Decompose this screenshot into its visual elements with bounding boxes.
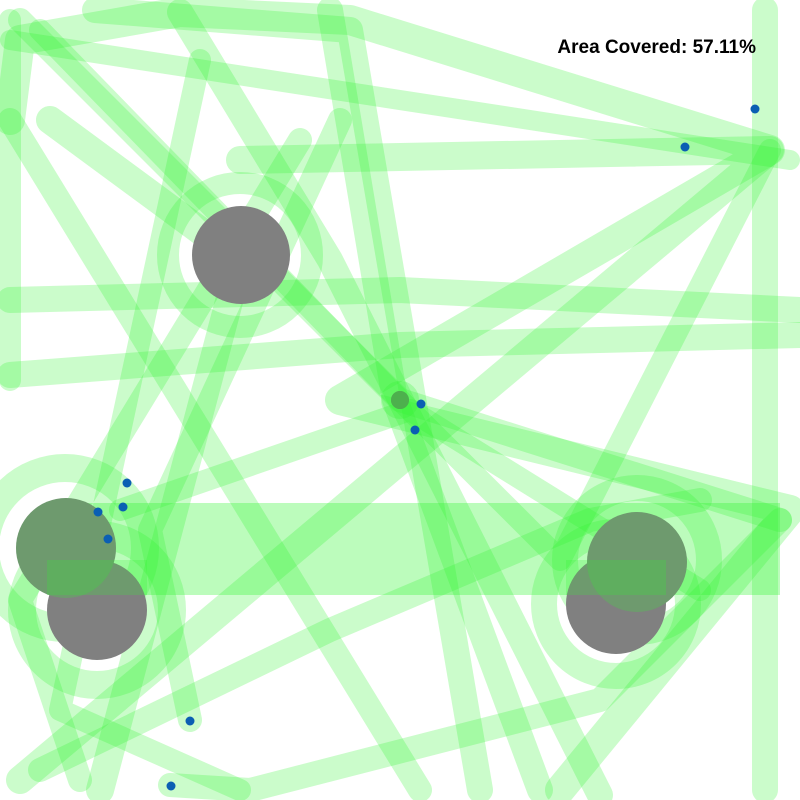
agent-dot xyxy=(93,507,103,517)
obstacle-coverage-patch xyxy=(16,498,116,598)
agent-dot xyxy=(118,502,128,512)
obstacle-coverage xyxy=(16,391,687,612)
trail-path xyxy=(29,19,781,571)
area-covered-label: Area Covered: xyxy=(557,37,688,58)
trail-path xyxy=(6,136,784,794)
trail-path xyxy=(0,108,432,800)
obstacle xyxy=(192,206,290,304)
trail-path xyxy=(82,0,493,800)
agent-dot xyxy=(750,104,760,114)
agent-dot xyxy=(410,425,420,435)
agent-dot xyxy=(103,534,113,544)
trail-path xyxy=(49,49,251,800)
area-covered-value: 57.11% xyxy=(692,37,756,58)
obstacle-coverage-patch xyxy=(566,560,666,595)
agent-dot xyxy=(416,399,426,409)
agent-dot xyxy=(166,781,176,791)
trail-path xyxy=(8,128,312,792)
agent-dot xyxy=(122,478,132,488)
area-covered-readout: Area Covered: 57.11% xyxy=(557,37,756,59)
obstacle xyxy=(47,560,147,660)
agent-dot xyxy=(680,142,690,152)
trail-path xyxy=(0,322,800,388)
trail-path xyxy=(158,508,792,800)
obstacle-halo xyxy=(157,172,323,338)
obstacle-halo xyxy=(381,381,419,419)
trail-path xyxy=(28,488,712,782)
obstacle-coverage-patch xyxy=(47,560,147,595)
trail-path xyxy=(0,277,800,323)
obstacle-coverage-patch xyxy=(391,391,409,409)
trail-path xyxy=(167,0,613,800)
trail-path xyxy=(0,30,800,170)
obstacles xyxy=(16,206,687,660)
agent-dot xyxy=(185,716,195,726)
agents xyxy=(93,104,760,791)
obstacle xyxy=(566,554,666,654)
obstacle-coverage-patch xyxy=(587,512,687,612)
